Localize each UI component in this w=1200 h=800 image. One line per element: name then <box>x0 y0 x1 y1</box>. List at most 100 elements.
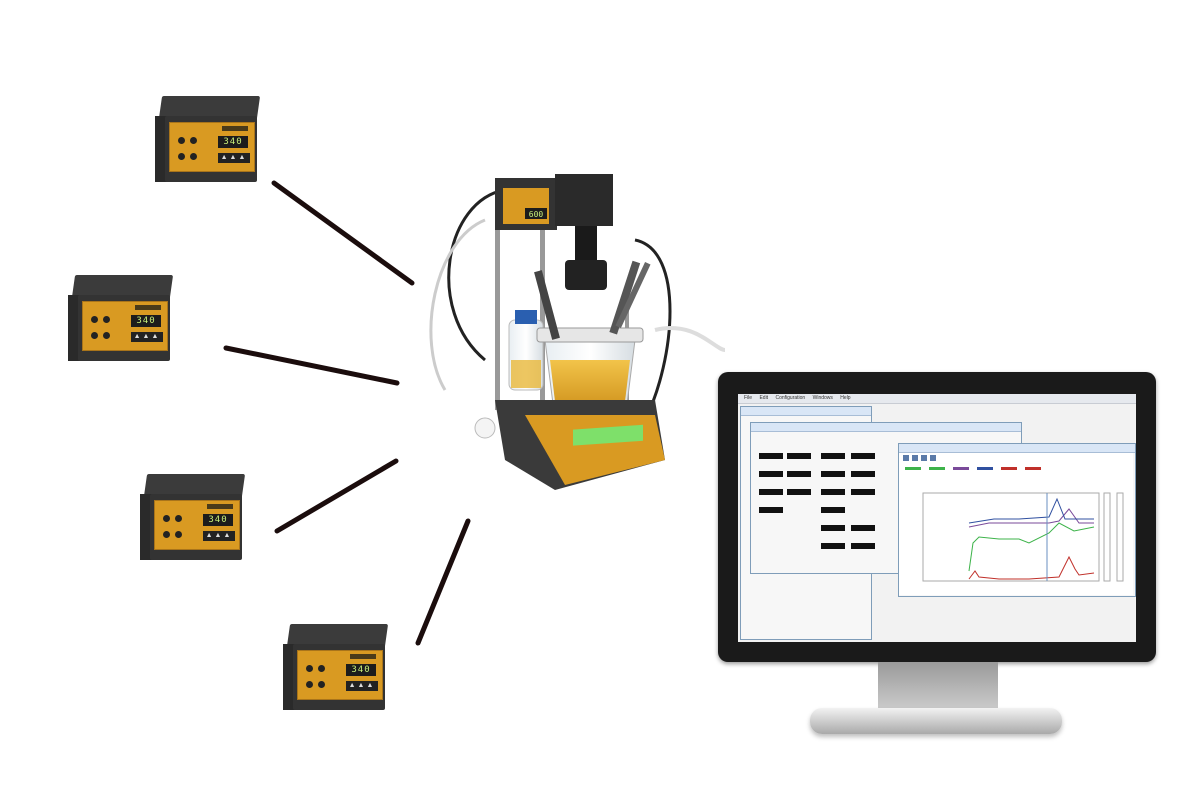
value-field <box>851 543 875 549</box>
legend-swatch-blue <box>977 467 993 470</box>
value-field <box>851 525 875 531</box>
controller-panel: 340 ▲▲▲ <box>297 650 383 700</box>
value-field <box>787 453 811 459</box>
legend-swatch-red <box>1025 467 1041 470</box>
controller-display: 340 <box>218 136 248 148</box>
toolbar-icon[interactable] <box>903 455 909 461</box>
knob-icon <box>190 153 197 160</box>
value-field <box>821 507 845 513</box>
knob-icon <box>318 681 325 688</box>
series-green <box>968 522 1095 572</box>
value-field <box>821 543 845 549</box>
knob-icon <box>178 137 185 144</box>
menu-edit[interactable]: Edit <box>759 395 769 401</box>
monitor-screen: File Edit Configuration Windows Help <box>738 394 1136 642</box>
knob-icon <box>103 332 110 339</box>
value-field <box>787 489 811 495</box>
series-blue <box>968 497 1094 524</box>
knob-icon <box>91 316 98 323</box>
controller-panel: 340 ▲▲▲ <box>82 301 168 351</box>
bioreactor-illustration: 600 <box>429 174 725 490</box>
value-field <box>759 453 783 459</box>
base-lcd <box>573 424 643 446</box>
value-field <box>851 453 875 459</box>
bottle-liquid <box>511 360 541 388</box>
controller-top <box>72 275 174 297</box>
head-display: 600 <box>529 210 544 219</box>
controller-display: 340 <box>131 315 161 327</box>
menu-file[interactable]: File <box>744 395 753 401</box>
series-red <box>968 555 1095 580</box>
tubing <box>634 238 672 421</box>
legend-swatch-green <box>929 467 945 470</box>
head-display-bg <box>525 208 547 219</box>
brand-plate <box>207 504 233 509</box>
controller-display: 340 <box>346 664 376 676</box>
value-field <box>759 471 783 477</box>
controller-display: 340 <box>203 514 233 526</box>
window-titlebar <box>751 423 1021 432</box>
menu-help[interactable]: Help <box>840 395 851 401</box>
knob-icon <box>103 316 110 323</box>
link-4 <box>415 518 471 646</box>
window-titlebar <box>899 444 1135 453</box>
link-2 <box>223 345 400 386</box>
support-rod <box>495 230 500 410</box>
controller-unit-1: 340 ▲▲▲ <box>155 96 265 186</box>
legend-swatch-red <box>1001 467 1017 470</box>
controller-unit-4: 340 ▲▲▲ <box>283 624 393 714</box>
legend-swatch-purple <box>953 467 969 470</box>
toolbar-icon[interactable] <box>930 455 936 461</box>
value-field <box>821 489 845 495</box>
knob-icon <box>306 665 313 672</box>
controller-side <box>283 644 295 710</box>
motor-housing <box>555 174 613 226</box>
controller-unit-3: 340 ▲▲▲ <box>140 474 250 564</box>
controller-unit-2: 340 ▲▲▲ <box>68 275 178 365</box>
motor-shaft <box>575 226 597 266</box>
value-field <box>759 489 783 495</box>
brand-plate <box>350 654 376 659</box>
knob-icon <box>91 332 98 339</box>
controller-top <box>144 474 246 496</box>
controller-side <box>155 116 167 182</box>
axis-bar <box>1103 492 1111 582</box>
probe <box>534 270 560 340</box>
computer-monitor: File Edit Configuration Windows Help <box>718 372 1158 752</box>
menu-windows[interactable]: Windows <box>812 395 833 401</box>
legend-swatch-green <box>905 467 921 470</box>
knob-icon <box>175 531 182 538</box>
value-field <box>821 453 845 459</box>
knob-icon <box>163 531 170 538</box>
knob-icon <box>178 153 185 160</box>
brand-plate <box>135 305 161 310</box>
controller-side <box>68 295 80 361</box>
chart-window <box>898 443 1136 597</box>
trend-chart <box>899 453 1133 595</box>
toolbar-icon[interactable] <box>921 455 927 461</box>
probe <box>615 262 651 328</box>
monitor-bezel: File Edit Configuration Windows Help <box>718 372 1156 662</box>
knob-icon <box>175 515 182 522</box>
probe <box>609 260 641 335</box>
arrow-keys-icon: ▲▲▲ <box>218 153 250 163</box>
knob-icon <box>318 665 325 672</box>
value-field <box>821 471 845 477</box>
tubing <box>429 218 486 391</box>
menu-configuration[interactable]: Configuration <box>775 395 806 401</box>
link-1 <box>271 180 415 286</box>
motor-coupling <box>565 260 607 290</box>
controller-panel: 340 ▲▲▲ <box>169 122 255 172</box>
chart-background <box>899 453 1133 595</box>
plot-area <box>922 492 1100 582</box>
value-field <box>759 507 783 513</box>
value-field <box>787 471 811 477</box>
knob-icon <box>190 137 197 144</box>
value-field <box>851 471 875 477</box>
controller-panel: 340 ▲▲▲ <box>154 500 240 550</box>
tubing <box>447 188 506 362</box>
value-field <box>851 489 875 495</box>
brand-plate <box>222 126 248 131</box>
toolbar-icon[interactable] <box>912 455 918 461</box>
